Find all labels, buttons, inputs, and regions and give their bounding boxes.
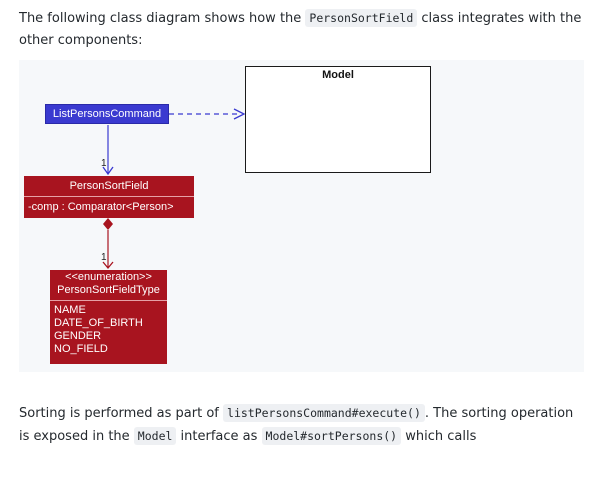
list-persons-command-class: ListPersonsCommand bbox=[45, 104, 169, 124]
sorting-text: Sorting is performed as part of bbox=[19, 406, 224, 421]
association-arrowhead bbox=[102, 166, 114, 176]
enum-value: GENDER bbox=[54, 330, 102, 342]
class-divider bbox=[24, 196, 194, 197]
enum-header: <<enumeration>> PersonSortFieldType bbox=[50, 270, 167, 297]
class-title: PersonSortField bbox=[69, 180, 149, 192]
multiplicity-label: 1 bbox=[101, 252, 107, 263]
model-label: Model bbox=[322, 69, 354, 81]
person-sort-field-type-enum: <<enumeration>> PersonSortFieldType NAME… bbox=[50, 270, 167, 364]
method-code: Model#sortPersons() bbox=[261, 427, 402, 445]
composition-arrowhead bbox=[102, 261, 114, 270]
composition-diamond bbox=[103, 218, 113, 230]
intro-text: The following class diagram shows how th… bbox=[19, 11, 306, 26]
intro-paragraph: The following class diagram shows how th… bbox=[19, 7, 584, 52]
model-component: Model bbox=[245, 66, 431, 173]
enum-values: NAME DATE_OF_BIRTH GENDER NO_FIELD bbox=[50, 301, 167, 356]
enum-value: NAME bbox=[54, 304, 86, 316]
sorting-text: interface as bbox=[176, 429, 262, 444]
intro-text-end: class integrates with the other componen… bbox=[19, 11, 582, 48]
class-name-code: PersonSortField bbox=[305, 9, 418, 27]
diagram-connectors: 1 1 bbox=[101, 108, 246, 270]
class-diagram: 1 1 Model ListPersonsCommand PersonSortF… bbox=[19, 60, 584, 372]
dependency-arrowhead bbox=[233, 108, 246, 120]
multiplicity-label: 1 bbox=[101, 158, 107, 169]
interface-code: Model bbox=[133, 427, 177, 445]
enum-stereotype: <<enumeration>> bbox=[65, 271, 152, 283]
enum-value: NO_FIELD bbox=[54, 343, 108, 355]
method-code: listPersonsCommand#execute() bbox=[223, 404, 425, 422]
person-sort-field-class: PersonSortField -comp : Comparator<Perso… bbox=[24, 176, 194, 218]
sorting-paragraph: Sorting is performed as part of listPers… bbox=[19, 402, 584, 448]
enum-title: PersonSortFieldType bbox=[57, 284, 160, 296]
enum-value: DATE_OF_BIRTH bbox=[54, 317, 143, 329]
enum-divider bbox=[50, 300, 167, 301]
class-attribute: -comp : Comparator<Person> bbox=[28, 201, 174, 213]
sorting-text: which calls bbox=[401, 429, 477, 444]
sorting-text: . The sorting operation is exposed in th… bbox=[19, 406, 574, 444]
